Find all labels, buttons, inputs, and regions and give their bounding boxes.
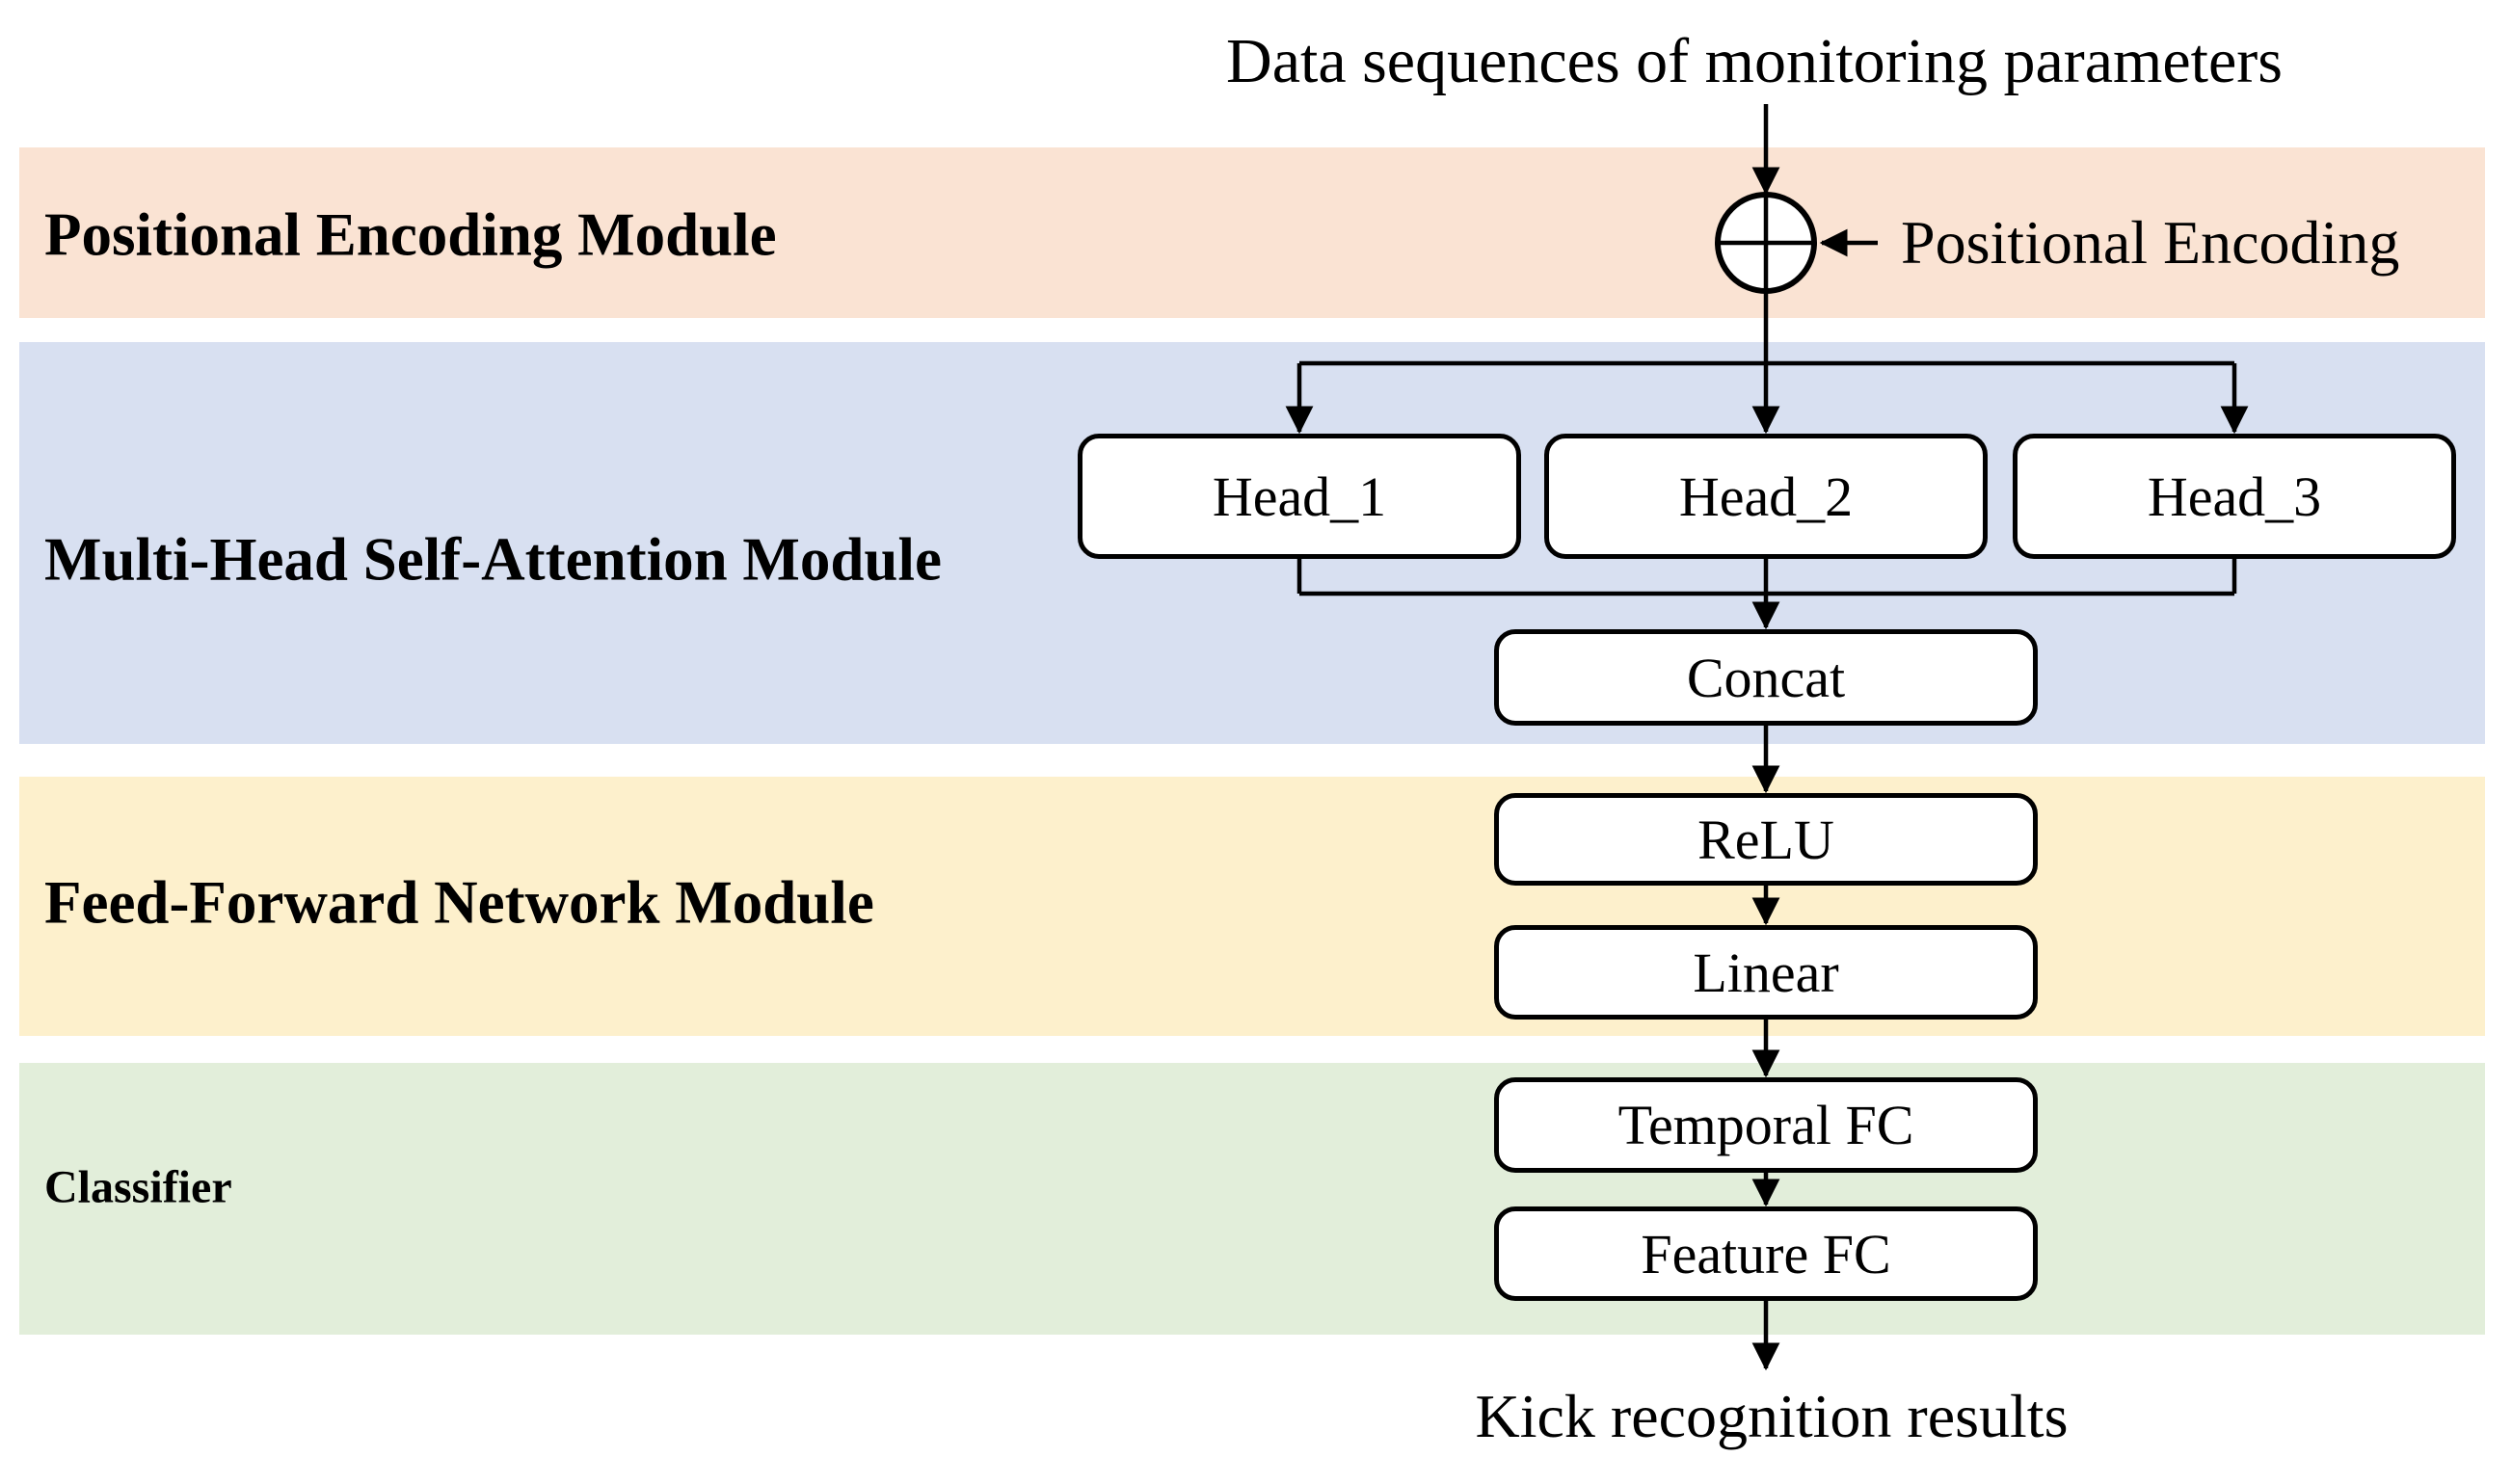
- concat-block: Concat: [1494, 629, 2038, 726]
- module-label-classifier: Classifier: [44, 1161, 232, 1213]
- module-label-multi-head-self-attention: Multi-Head Self-Attention Module: [44, 525, 942, 594]
- band-classifier: [19, 1063, 2485, 1335]
- head-2-block: Head_2: [1544, 434, 1988, 559]
- concat-label: Concat: [1686, 646, 1846, 709]
- head-3-block: Head_3: [2013, 434, 2456, 559]
- linear-label: Linear: [1693, 941, 1839, 1004]
- head-2-label: Head_2: [1678, 464, 1854, 528]
- band-feed-forward-network-module: [19, 777, 2485, 1036]
- head-1-label: Head_1: [1212, 464, 1387, 528]
- temporal-fc-label: Temporal FC: [1617, 1094, 1914, 1156]
- linear-block: Linear: [1494, 925, 2038, 1020]
- feature-fc-block: Feature FC: [1494, 1206, 2038, 1301]
- relu-label: ReLU: [1697, 808, 1834, 871]
- input-data-label: Data sequences of monitoring parameters: [1226, 26, 2283, 96]
- temporal-fc-block: Temporal FC: [1494, 1077, 2038, 1173]
- head-1-block: Head_1: [1078, 434, 1521, 559]
- module-label-feed-forward-network: Feed-Forward Network Module: [44, 868, 874, 937]
- positional-encoding-annotation: Positional Encoding: [1901, 208, 2400, 277]
- module-label-positional-encoding: Positional Encoding Module: [44, 200, 777, 269]
- head-3-label: Head_3: [2147, 464, 2322, 528]
- feature-fc-label: Feature FC: [1641, 1222, 1891, 1285]
- relu-block: ReLU: [1494, 793, 2038, 886]
- circled-plus-icon: [1715, 192, 1817, 294]
- band-positional-encoding-module: [19, 147, 2485, 318]
- output-result-label: Kick recognition results: [1475, 1382, 2069, 1450]
